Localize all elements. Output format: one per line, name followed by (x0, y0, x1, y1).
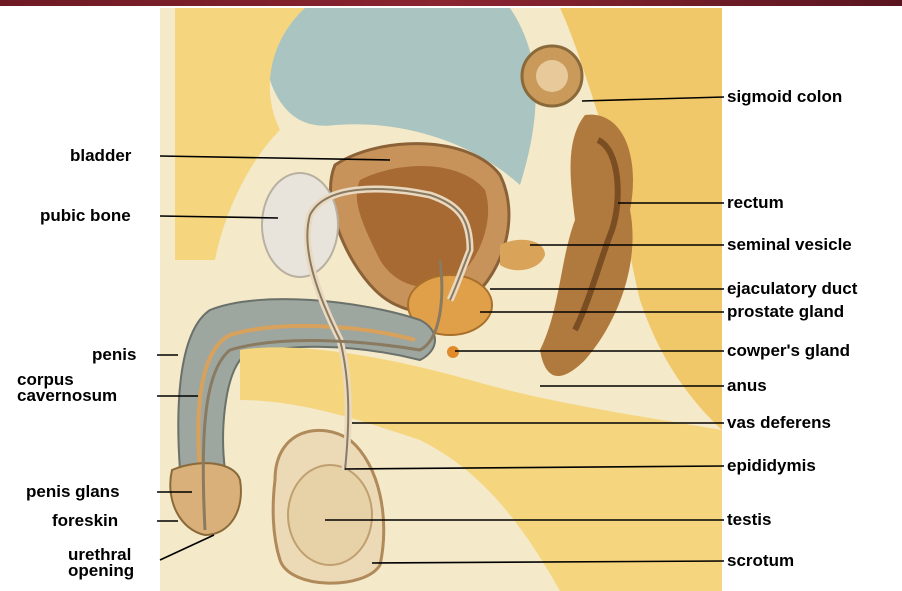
label-vas-deferens: vas deferens (727, 414, 831, 431)
label-corpus-line2: cavernosum (17, 388, 117, 404)
label-penis-glans: penis glans (26, 483, 120, 500)
cowpers-gland-shape (447, 346, 459, 358)
label-corpus-cavernosum: corpus cavernosum (17, 372, 117, 404)
label-epididymis: epididymis (727, 457, 816, 474)
pubic-bone-shape (262, 173, 338, 277)
label-seminal-vesicle: seminal vesicle (727, 236, 852, 253)
label-bladder: bladder (70, 147, 131, 164)
label-penis: penis (92, 346, 136, 363)
label-pubic-bone: pubic bone (40, 207, 131, 224)
label-prostate-gland: prostate gland (727, 303, 844, 320)
label-foreskin: foreskin (52, 512, 118, 529)
label-rectum: rectum (727, 194, 784, 211)
label-testis: testis (727, 511, 771, 528)
label-sigmoid-colon: sigmoid colon (727, 88, 842, 105)
label-cowpers-gland: cowper's gland (727, 342, 850, 359)
label-urethral-line2: opening (68, 563, 134, 579)
testis-shape (288, 465, 372, 565)
label-anus: anus (727, 377, 767, 394)
label-urethral-opening: urethral opening (68, 547, 134, 579)
label-scrotum: scrotum (727, 552, 794, 569)
label-ejaculatory-duct: ejaculatory duct (727, 280, 857, 297)
